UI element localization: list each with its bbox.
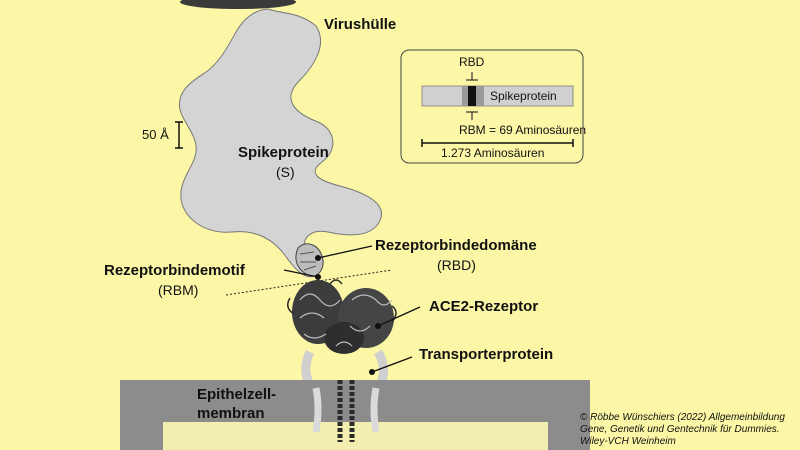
rbm-label: Rezeptorbindemotif	[104, 262, 245, 279]
membrane-label-line1: Epithelzell-	[197, 386, 277, 403]
rbd-label: Rezeptorbindedomäne	[375, 237, 537, 254]
inset-length-text: 1.273 Aminosäuren	[441, 146, 545, 160]
transporter-label: Transporterprotein	[419, 346, 554, 363]
scale-bar-label: 50 Å	[142, 127, 169, 142]
ace2-receptor-shape	[287, 279, 397, 354]
ace2-label: ACE2-Rezeptor	[429, 298, 539, 315]
rbd-sublabel: (RBD)	[437, 257, 476, 273]
pointer-lines	[283, 245, 421, 376]
spike-sequence-bar	[421, 85, 574, 107]
transmembrane-helices	[337, 380, 355, 442]
credit-line-1: © Röbbe Wünschiers (2022) Allgemeinbildu…	[580, 412, 785, 423]
inset-spike-bar-label: Spikeprotein	[490, 89, 557, 103]
inset-rbm-text: RBM = 69 Aminosäuren	[459, 123, 587, 137]
scale-bar	[175, 121, 183, 149]
inset-box	[400, 49, 584, 164]
rbm-sublabel: (RBM)	[158, 282, 199, 298]
credit-line-3: Wiley-VCH Weinheim	[580, 436, 676, 447]
cell-interior	[163, 422, 548, 450]
spike-protein-sublabel: (S)	[276, 164, 295, 180]
virus-envelope-shape	[180, 0, 296, 9]
membrane-label-line2: membran	[197, 405, 265, 422]
rbm-segment	[468, 86, 476, 106]
virus-envelope-label: Virushülle	[324, 16, 397, 33]
spike-protein-shape	[178, 8, 382, 278]
credit-note: © Röbbe Wünschiers (2022) Allgemeinbildu…	[580, 412, 785, 448]
credit-line-2: Gene, Genetik und Gentechnik für Dummies…	[580, 424, 780, 435]
inset-rbd-label: RBD	[459, 55, 485, 69]
spike-protein-label: Spikeprotein	[238, 144, 329, 161]
rbd-domain-shape	[295, 243, 324, 277]
